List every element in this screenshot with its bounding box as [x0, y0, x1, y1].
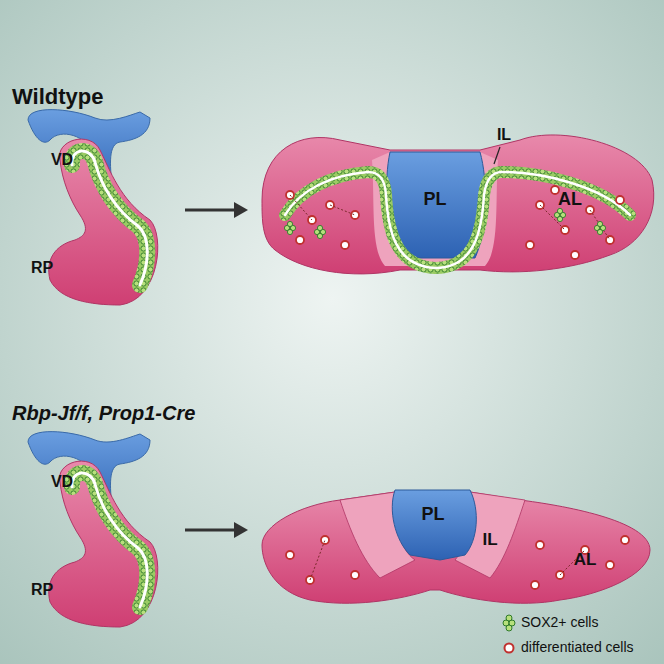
differentiated-cell [341, 241, 349, 249]
differentiated-cell [551, 186, 559, 194]
legend-sox2-symbol [503, 615, 515, 631]
differentiated-cell [526, 241, 534, 249]
genotype-heading: Wildtype [12, 85, 103, 109]
region-label: RP [31, 581, 53, 599]
genotype-heading: Rbp-Jf/f, Prop1-Cre [12, 402, 195, 424]
differentiated-cells [284, 186, 629, 589]
differentiated-cell [531, 581, 539, 589]
development-arrow [185, 202, 248, 538]
lineage-link [330, 205, 355, 215]
sox2-cell [287, 229, 292, 234]
region-label: AL [558, 190, 582, 210]
sox2-cell [557, 216, 562, 221]
lineage-link [590, 210, 610, 240]
sox2-cell [597, 229, 602, 234]
region-label: PL [421, 505, 444, 525]
region-label: VD [51, 151, 73, 169]
legend-text: differentiated cells [521, 640, 634, 655]
differentiated-cell [286, 551, 294, 559]
lineage-link [310, 540, 325, 580]
differentiated-cell [536, 541, 544, 549]
legend-text: SOX2+ cells [521, 615, 598, 630]
sox2-cell [317, 225, 322, 230]
differentiated-cell [606, 561, 614, 569]
region-label: IL [482, 531, 497, 550]
region-label: PL [423, 190, 446, 210]
region-label: VD [51, 473, 73, 491]
differentiated-cell [616, 196, 624, 204]
sox2-cell [287, 221, 292, 226]
embryo-wildtype [28, 110, 158, 305]
sox2-cell [597, 221, 602, 226]
region-label: RP [31, 259, 53, 277]
sox2-cell [317, 233, 322, 238]
region-label: IL [497, 126, 511, 144]
legend-differentiated-symbol [505, 644, 514, 653]
differentiated-cell [351, 571, 359, 579]
embryo-mutant [28, 432, 158, 627]
differentiated-cell [296, 236, 304, 244]
sox2-cell [557, 208, 562, 213]
lineage-link [290, 195, 312, 220]
adult-pituitary-mutant [262, 490, 650, 603]
adult-pituitary-wildtype [262, 135, 654, 274]
differentiated-cell [621, 536, 629, 544]
region-label: AL [574, 551, 597, 570]
differentiated-cell [571, 251, 579, 259]
